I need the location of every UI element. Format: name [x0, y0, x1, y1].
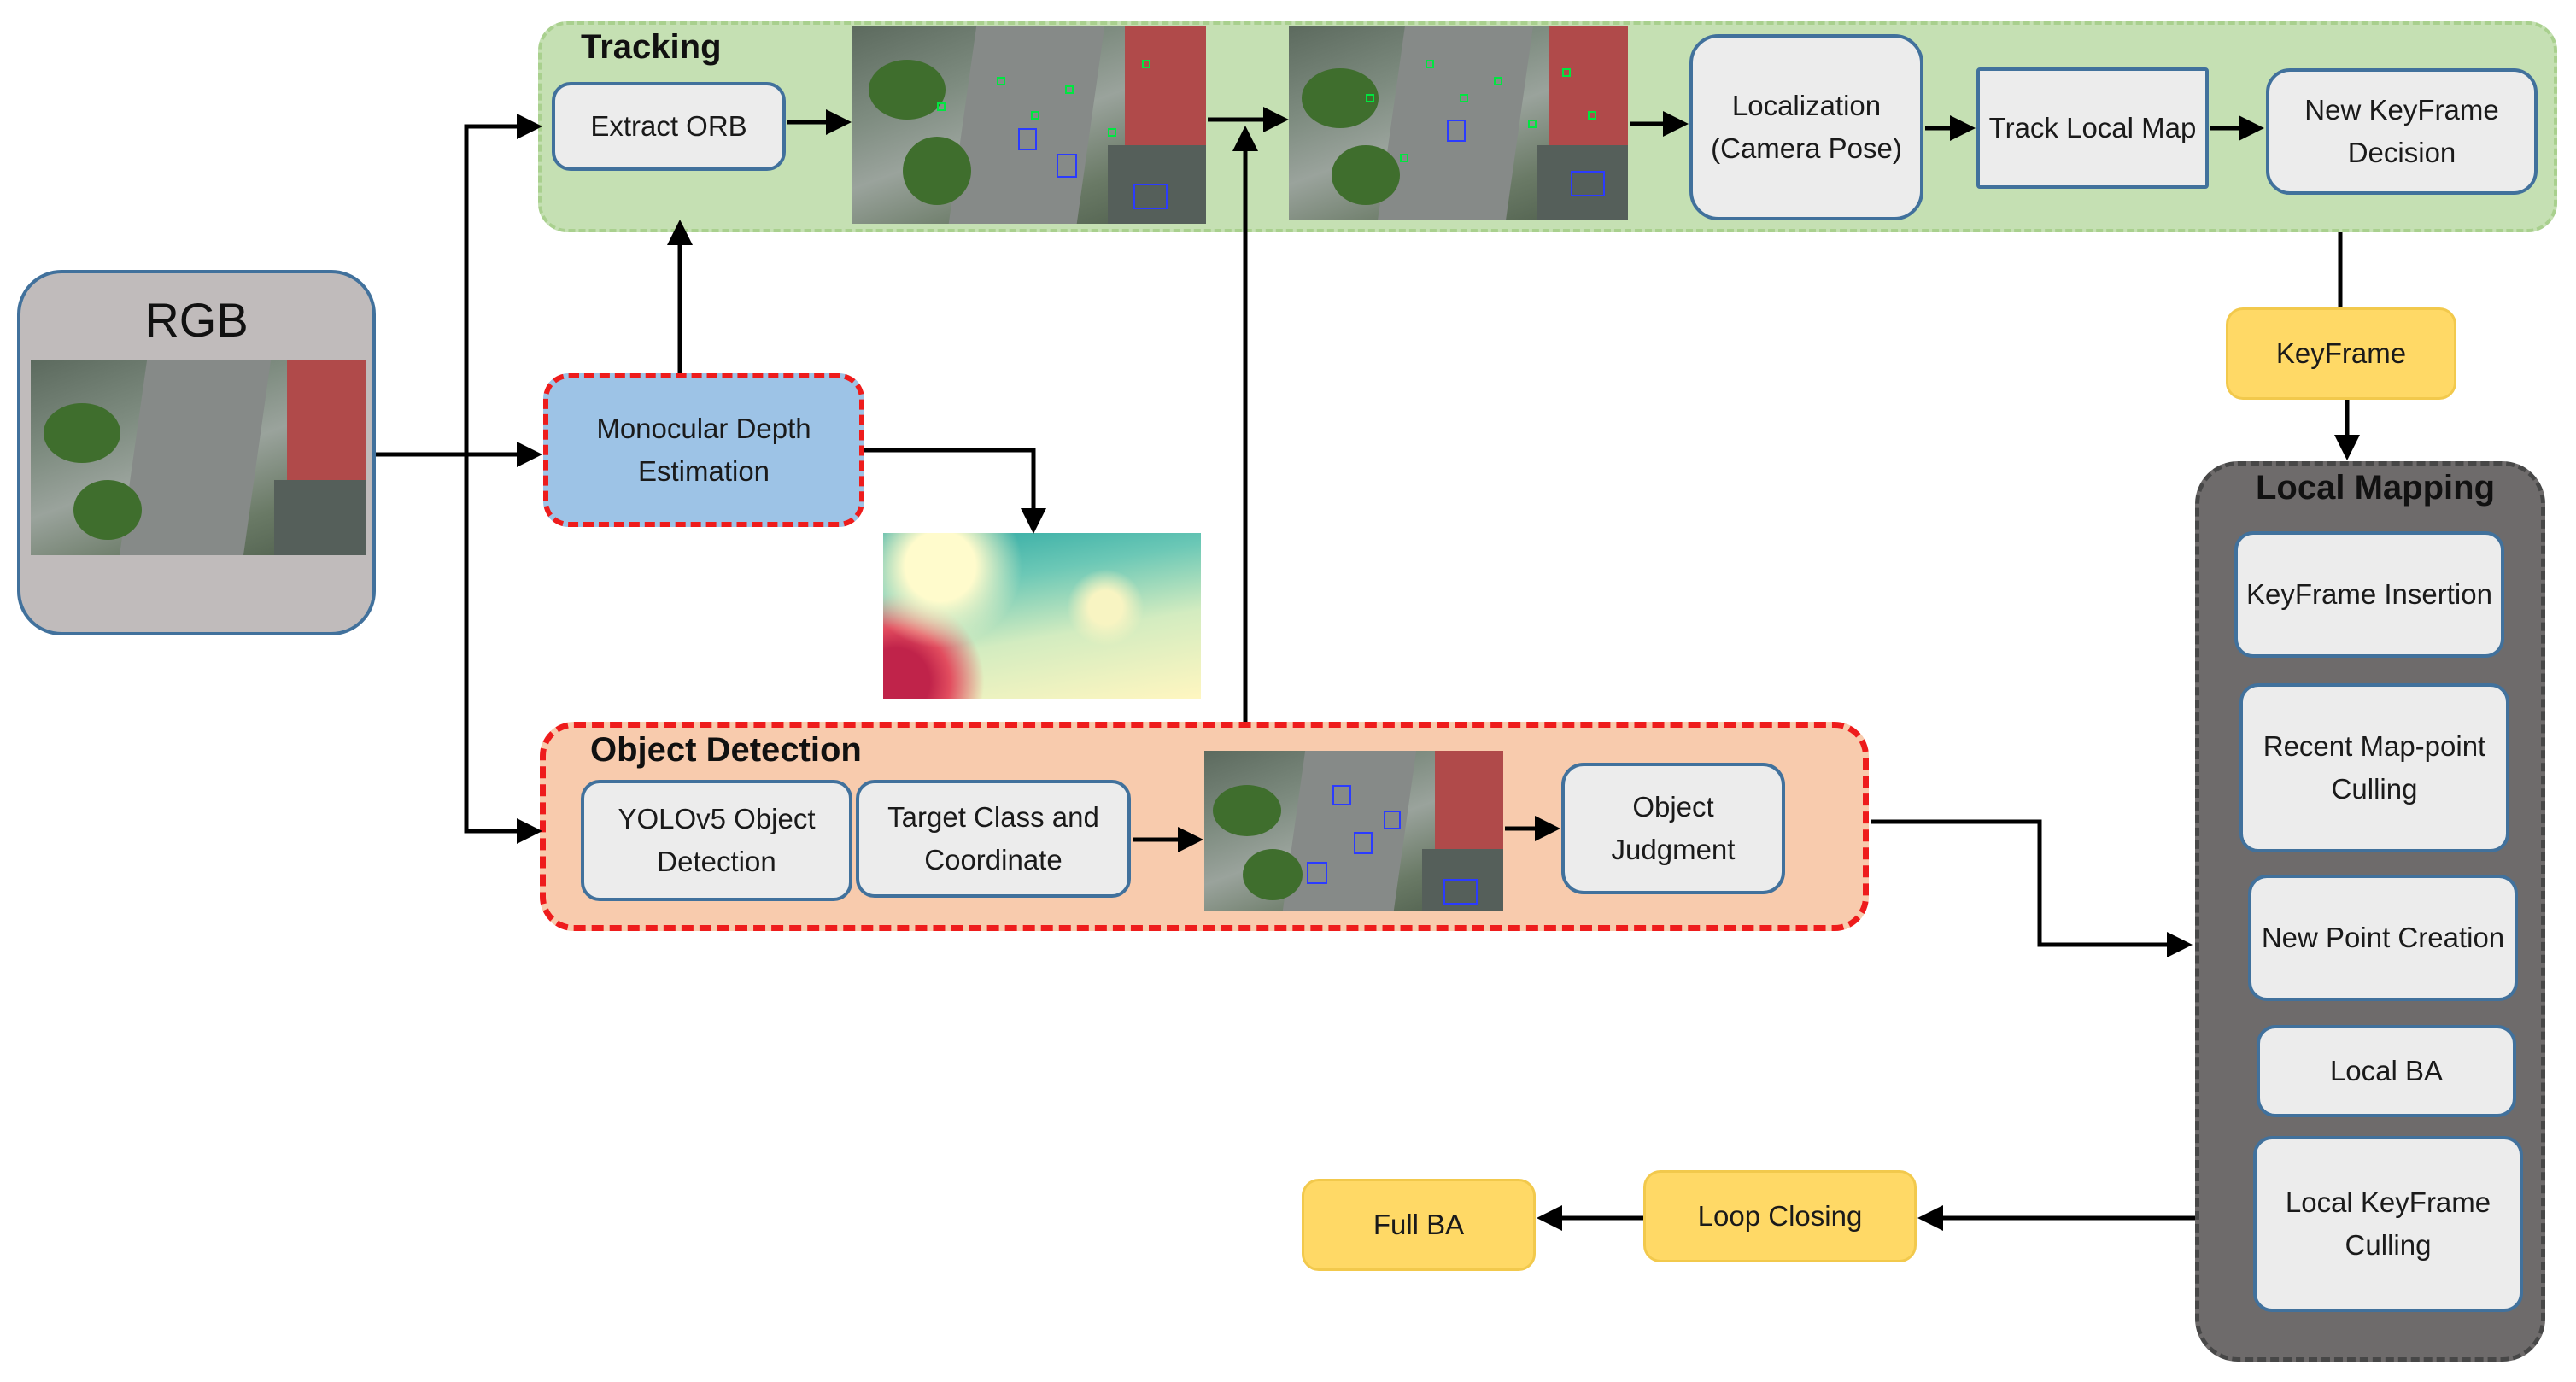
arrow-depth-to-map — [864, 448, 1046, 534]
arrow-rgb-to-tracking — [464, 114, 542, 454]
tracking-frame-image-2 — [1289, 26, 1628, 220]
keyframe-insertion-box: KeyFrame Insertion — [2234, 531, 2504, 658]
monocular-depth-box: Monocular Depth Estimation — [543, 373, 864, 527]
full-ba-box: Full BA — [1302, 1179, 1536, 1271]
detection-frame-image — [1204, 751, 1503, 911]
rgb-label: RGB — [144, 293, 249, 347]
new-keyframe-decision-box: New KeyFrame Decision — [2266, 68, 2538, 195]
arrow-rgb-to-detection — [464, 454, 542, 844]
arrow-detection-to-mapping — [1871, 819, 2193, 957]
keyframe-box: KeyFrame — [2226, 307, 2456, 400]
depth-map-image — [883, 533, 1201, 699]
localization-box: Localization (Camera Pose) — [1689, 34, 1923, 220]
yolo-detection-box: YOLOv5 Object Detection — [581, 780, 852, 901]
local-ba-box: Local BA — [2257, 1025, 2516, 1117]
object-judgment-box: Object Judgment — [1561, 763, 1785, 894]
object-detection-title: Object Detection — [590, 731, 862, 769]
rgb-input-image — [31, 360, 366, 555]
tracking-title: Tracking — [581, 28, 722, 66]
target-class-box: Target Class and Coordinate — [856, 780, 1131, 898]
track-local-map-box: Track Local Map — [1976, 67, 2209, 189]
local-keyframe-culling-box: Local KeyFrame Culling — [2253, 1136, 2523, 1312]
local-mapping-title: Local Mapping — [2256, 469, 2495, 507]
loop-closing-box: Loop Closing — [1643, 1170, 1917, 1262]
map-point-culling-box: Recent Map-point Culling — [2239, 683, 2509, 852]
new-point-creation-box: New Point Creation — [2248, 875, 2518, 1001]
extract-orb-box: Extract ORB — [552, 82, 786, 171]
tracking-frame-image-1 — [852, 26, 1206, 224]
